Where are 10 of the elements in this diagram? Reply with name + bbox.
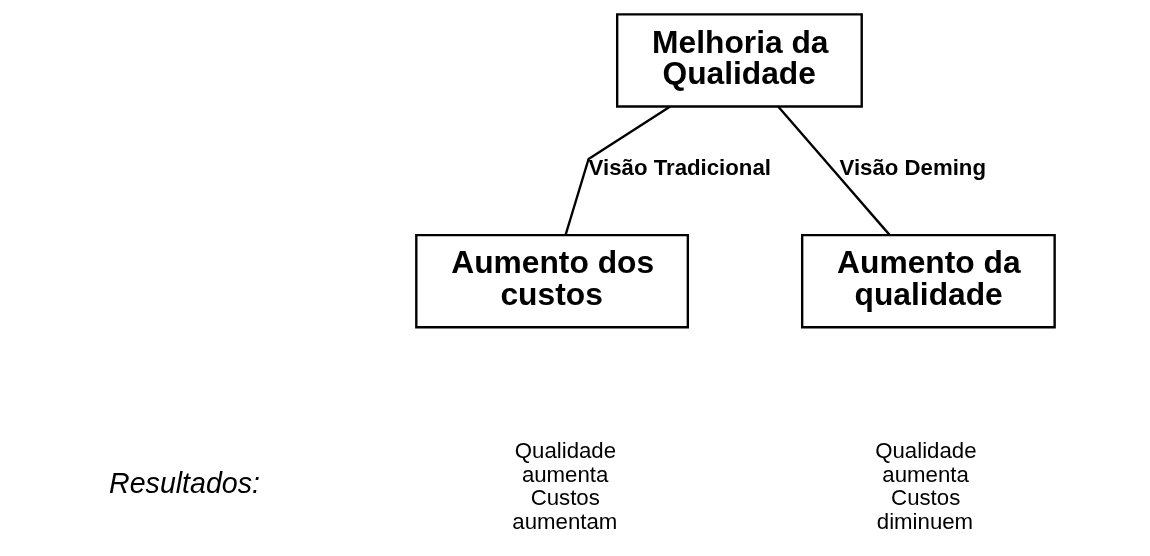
- connector: [564, 105, 671, 235]
- edge-label: Visão Tradicional: [588, 155, 771, 181]
- label: Qualidade aumenta Custos aumentam: [511, 437, 617, 535]
- node-box: Aumento dos custos: [414, 233, 689, 329]
- node-box: Melhoria da Qualidade: [615, 13, 863, 108]
- edge-label: Visão Deming: [838, 155, 986, 181]
- connector: [776, 105, 891, 236]
- node-box: Aumento da qualidade: [800, 233, 1056, 329]
- label: Resultados:: [108, 467, 260, 499]
- label: Qualidade aumenta Custos diminuem: [874, 437, 977, 535]
